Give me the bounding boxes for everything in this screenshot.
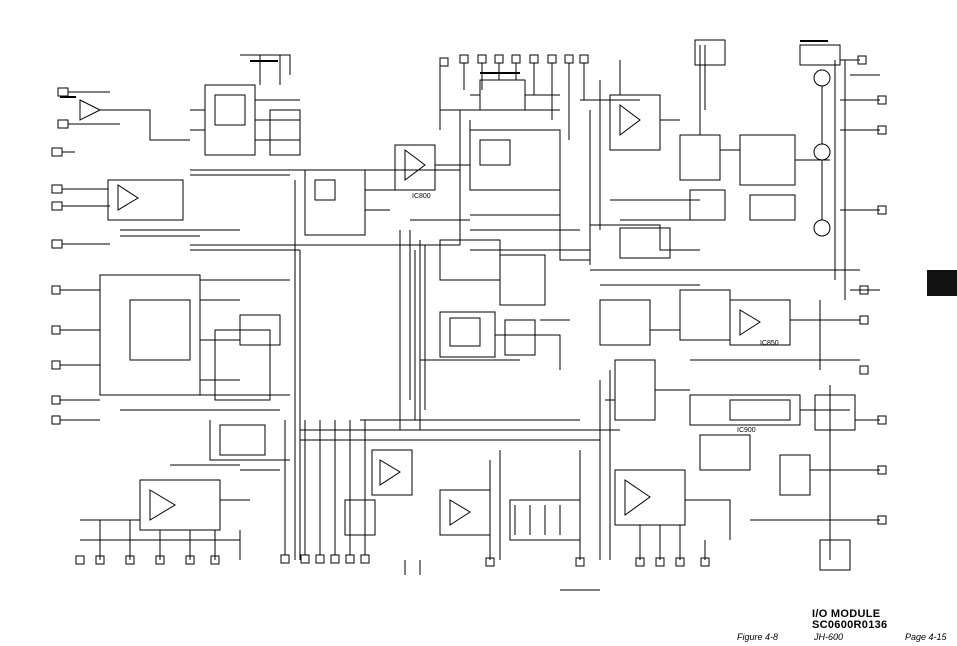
model-number: JH-600 [814,632,844,642]
ic-cluster-upper-left [190,54,460,176]
right-upper-section [580,39,830,259]
ic-label: IC800 [412,193,431,200]
output-connector-column [799,44,887,300]
page-number: Page 4-15 [905,632,947,642]
right-lower-section [599,359,887,571]
section-tab [927,270,957,296]
top-connector-row [439,54,589,140]
part-number: SC0600R0136 [812,619,888,631]
ic-label: IC850 [760,340,779,347]
mute-logic-section [404,450,601,591]
bottom-connector-row [280,419,610,564]
right-middle-section [590,269,880,375]
module-title: I/O MODULE [812,608,881,620]
bottom-left-section [75,464,280,565]
input-section [51,87,240,249]
figure-number: Figure 4-8 [737,632,779,642]
ic-label: IC900 [737,427,756,434]
left-output-stage [51,274,290,461]
central-processing-block [409,129,590,430]
signal-bus-lines [190,110,620,431]
